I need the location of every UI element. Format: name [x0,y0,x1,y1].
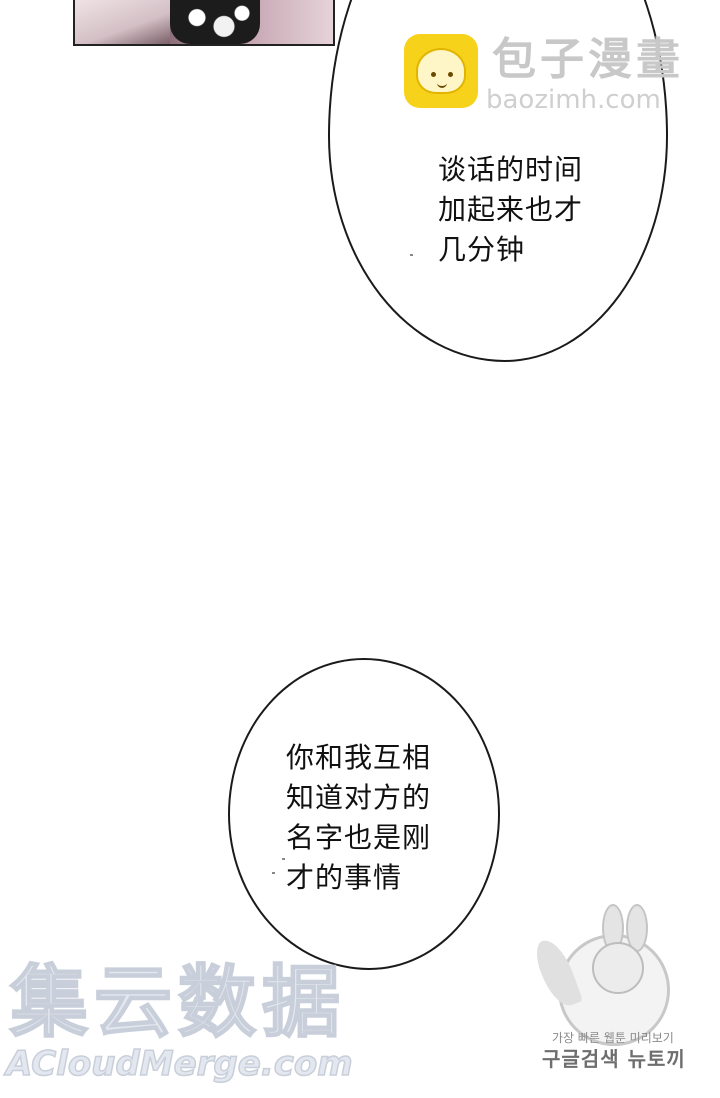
panel-ornament [170,0,260,44]
bun-eye [431,72,436,77]
panel-drape [75,0,170,44]
ink-speck [272,872,275,874]
bubble-line: 知道对方的 [286,781,432,814]
ink-speck [410,254,413,256]
speech-bubble-2 [228,658,500,970]
newtoki-search-text: 구글검색 뉴토끼 [542,1047,686,1071]
bun-eye [448,72,453,77]
bun-face [416,48,466,94]
watermark-title: 包子漫畫 [492,34,684,85]
baozimh-watermark: 包子漫畫 baozimh.com [404,34,704,115]
bubble-line: 几分钟 [438,233,526,266]
ink-speck [282,858,285,860]
bubble-line: 才的事情 [286,861,403,894]
newtoki-tagline: 가장 빠른 웹툰 미리보기 [552,1031,674,1045]
speech-bubble-2-text: 你和我互相 知道对方的 名字也是刚 才的事情 [286,738,431,898]
bubble-line: 谈话的时间 [438,153,584,186]
bun-mouth [437,81,447,88]
mascot-head [592,942,644,994]
speech-bubble-1-text: 谈话的时间 加起来也才 几分钟 [438,150,583,270]
rabbit-mascot-icon [530,904,690,1046]
speech-bubble-1 [328,0,668,362]
watermark-url: baozimh.com [486,85,661,115]
bubble-line: 你和我互相 [286,741,432,774]
acloudmerge-watermark-url: ACloudMerge.com [5,1043,353,1085]
bubble-line: 加起来也才 [438,193,584,226]
bubble-line: 名字也是刚 [286,821,432,854]
steamed-bun-icon [404,34,478,108]
acloudmerge-watermark-title: 集云数据 [9,957,347,1049]
top-comic-panel [73,0,335,46]
